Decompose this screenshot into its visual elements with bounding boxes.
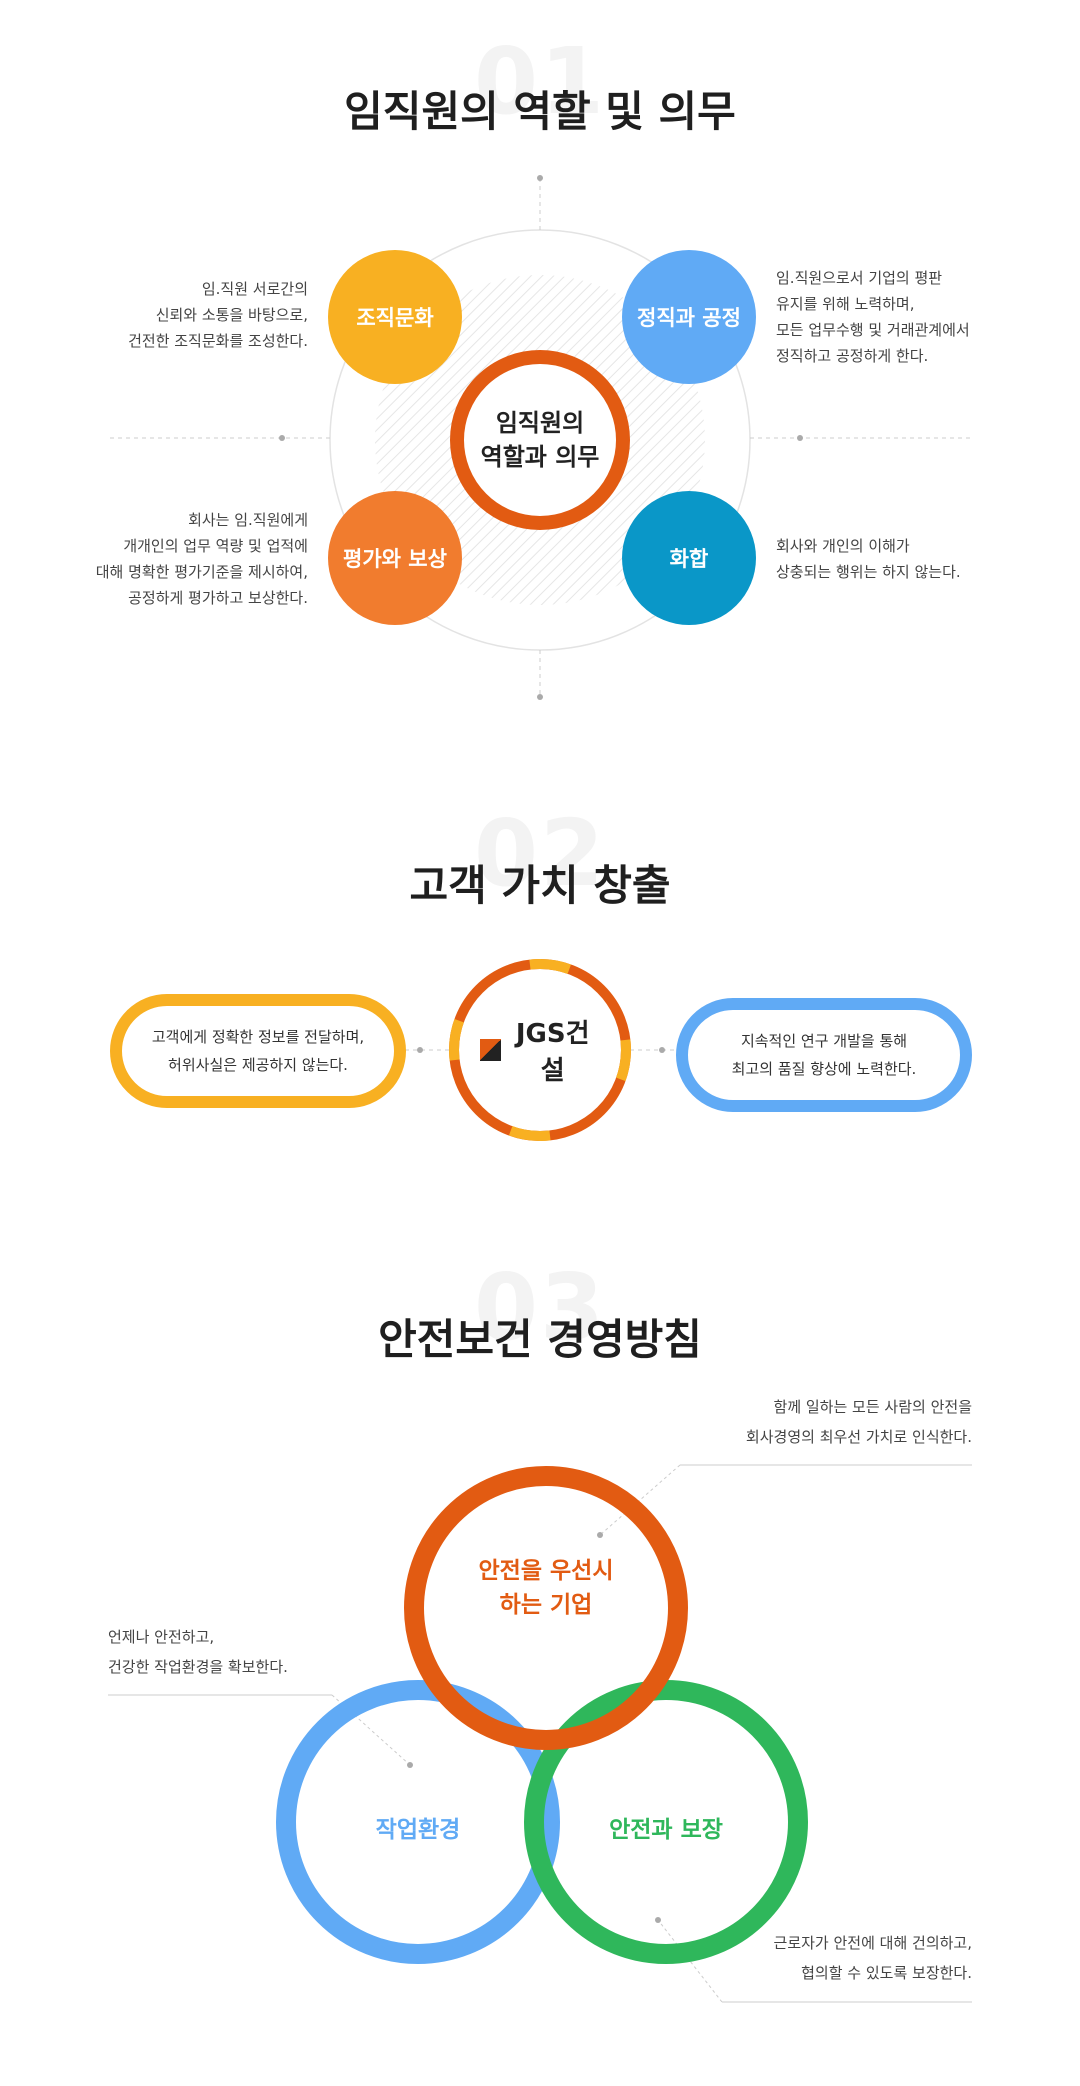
desc-line: 상충되는 행위는 하지 않는다. (776, 563, 961, 581)
desc-line: 언제나 안전하고, (108, 1628, 215, 1646)
desc-line: 정직하고 공정하게 한다. (776, 347, 929, 365)
pill-line: 허위사실은 제공하지 않는다. (168, 1056, 348, 1074)
safety-desc-top: 함께 일하는 모든 사람의 안전을 회사경영의 최우선 가치로 인식한다. (640, 1392, 972, 1452)
section-number-02: 02 (473, 800, 607, 907)
role-label-harmony: 화합 (669, 547, 709, 571)
section-number-03: 03 (473, 1254, 607, 1361)
role-circle-culture: 조직문화 (328, 250, 462, 384)
safety-right-text: 안전과 보장 (609, 1817, 723, 1843)
safety-label-right: 안전과 보장 (566, 1802, 766, 1852)
desc-line: 대해 명확한 평가기준을 제시하여, (95, 563, 308, 581)
desc-line: 모든 업무수행 및 거래관계에서 (776, 321, 970, 339)
role-circle-harmony: 화합 (622, 491, 756, 625)
desc-line: 공정하게 평가하고 보상한다. (128, 589, 308, 607)
safety-left-text: 작업환경 (375, 1817, 461, 1843)
section-number-01: 01 (473, 28, 607, 135)
pill-line: 최고의 품질 향상에 노력한다. (731, 1060, 917, 1078)
role-desc-honesty: 임.직원으로서 기업의 평판 유지를 위해 노력하며, 모든 업무수행 및 거래… (776, 265, 1036, 369)
safety-top-line1: 안전을 우선시 (478, 1558, 614, 1584)
customer-pill-info: 고객에게 정확한 정보를 전달하며, 허위사실은 제공하지 않는다. (110, 994, 406, 1108)
safety-desc-right: 근로자가 안전에 대해 건의하고, 협의할 수 있도록 보장한다. (640, 1928, 972, 1988)
safety-label-top: 안전을 우선시 하는 기업 (446, 1538, 646, 1638)
desc-line: 협의할 수 있도록 보장한다. (801, 1964, 972, 1982)
pill-line: 고객에게 정확한 정보를 전달하며, (151, 1028, 365, 1046)
safety-top-line2: 하는 기업 (499, 1592, 593, 1618)
desc-line: 건전한 조직문화를 조성한다. (128, 332, 308, 350)
customer-connector-lines (405, 959, 678, 1141)
role-label-honesty: 정직과 공정 (637, 306, 741, 330)
role-desc-harmony: 회사와 개인의 이해가 상충되는 행위는 하지 않는다. (776, 533, 1036, 585)
jgs-logo: JGS건설 (480, 1019, 600, 1086)
safety-label-left: 작업환경 (318, 1802, 518, 1852)
customer-pill-quality: 지속적인 연구 개발을 통해 최고의 품질 향상에 노력한다. (676, 998, 972, 1112)
role-desc-culture: 임.직원 서로간의 신뢰와 소통을 바탕으로, 건전한 조직문화를 조성한다. (60, 276, 308, 354)
role-desc-evaluation: 회사는 임.직원에게 개개인의 업무 역량 및 업적에 대해 명확한 평가기준을… (60, 507, 308, 611)
pill-line: 지속적인 연구 개발을 통해 (740, 1032, 908, 1050)
safety-diagram (108, 1464, 972, 2003)
section-title-roles: 임직원의 역할 및 의무 (344, 87, 736, 136)
desc-line: 유지를 위해 노력하며, (776, 295, 915, 313)
center-label-line2: 역할과 의무 (480, 443, 600, 471)
jgs-logo-mark-icon (480, 1039, 502, 1061)
jgs-logo-text: JGS건설 (515, 1019, 590, 1086)
desc-line: 함께 일하는 모든 사람의 안전을 (773, 1398, 972, 1416)
section-title-safety: 안전보건 경영방침 (378, 1315, 702, 1364)
desc-line: 임.직원 서로간의 (201, 280, 308, 298)
role-label-culture: 조직문화 (356, 306, 434, 330)
desc-line: 회사는 임.직원에게 (188, 511, 308, 529)
desc-line: 개개인의 업무 역량 및 업적에 (123, 537, 308, 555)
desc-line: 임.직원으로서 기업의 평판 (776, 269, 943, 287)
desc-line: 신뢰와 소통을 바탕으로, (155, 306, 308, 324)
roles-center-ring: 임직원의 역할과 의무 (450, 350, 630, 530)
desc-line: 회사와 개인의 이해가 (776, 537, 910, 555)
safety-desc-left: 언제나 안전하고, 건강한 작업환경을 확보한다. (108, 1622, 428, 1682)
role-circle-honesty: 정직과 공정 (622, 250, 756, 384)
desc-line: 건강한 작업환경을 확보한다. (108, 1658, 288, 1676)
desc-line: 근로자가 안전에 대해 건의하고, (773, 1934, 972, 1952)
role-label-evaluation: 평가와 보상 (343, 547, 447, 571)
center-label-line1: 임직원의 (495, 409, 585, 437)
section-title-customer: 고객 가치 창출 (409, 861, 671, 910)
role-circle-evaluation: 평가와 보상 (328, 491, 462, 625)
desc-line: 회사경영의 최우선 가치로 인식한다. (745, 1428, 972, 1446)
